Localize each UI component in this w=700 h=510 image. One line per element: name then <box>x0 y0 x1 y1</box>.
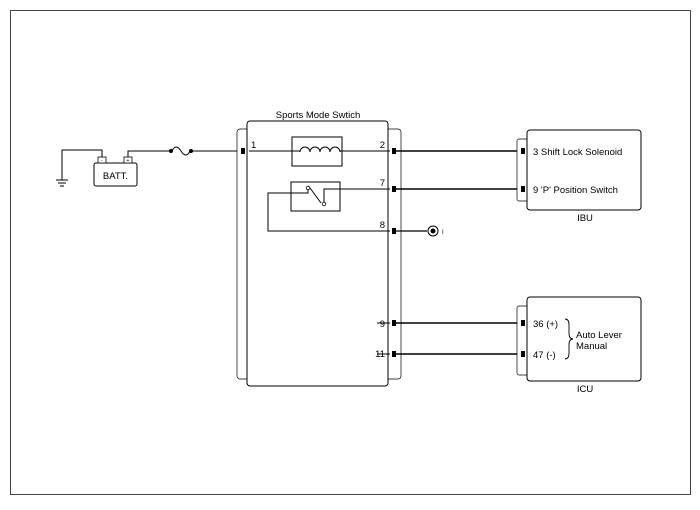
pin-label-2: 2 <box>380 140 385 151</box>
pin-marker-1 <box>241 148 245 154</box>
coil-winding <box>299 146 341 153</box>
pin-marker-11 <box>392 351 396 357</box>
switch-title: Sports Mode Swtich <box>276 110 360 121</box>
pin-marker-7 <box>392 186 396 192</box>
battery-box <box>93 162 138 187</box>
ground-point-glyph: I <box>442 230 444 236</box>
battery-pos-sign: + <box>127 158 130 164</box>
battery-label: BATT. <box>103 171 128 182</box>
pin-label-1: 1 <box>251 140 256 151</box>
mode-switch-lead-7 <box>323 188 390 202</box>
icu-function-line-1: Auto Lever <box>576 330 622 341</box>
icu-terminal-label-1: 36 (+) <box>533 319 558 330</box>
icu-function-line-2: Manual <box>576 341 607 352</box>
battery-neg-sign: - <box>101 158 103 164</box>
icu-pin-marker-47 <box>521 351 525 357</box>
fuse-left-dot <box>169 149 173 153</box>
pin-label-9: 9 <box>380 319 385 330</box>
mode-switch-contact-a <box>305 185 311 191</box>
battery-circuit <box>56 146 243 187</box>
switch-body <box>246 120 389 387</box>
ibu-box <box>526 129 642 211</box>
icu-name: ICU <box>577 384 594 395</box>
ibu-terminal-label-2: 9 'P' Position Switch <box>533 185 618 196</box>
icu-pin-marker-36 <box>521 320 525 326</box>
mode-switch-lead-8 <box>267 190 390 232</box>
icu-terminal-brace <box>564 318 574 360</box>
mode-switch-contact-b <box>321 201 327 207</box>
ibu-pin-marker-9 <box>521 186 525 192</box>
pin-label-8: 8 <box>380 220 385 231</box>
mode-switch-box <box>290 181 341 212</box>
fuse-right-dot <box>189 149 193 153</box>
ibu-name: IBU <box>577 213 593 224</box>
pin-label-11: 11 <box>375 349 385 360</box>
battery-pos-terminal <box>123 156 133 164</box>
ibu-pin-marker-3 <box>521 148 525 154</box>
diagram-frame <box>10 10 691 495</box>
pin-marker-2 <box>392 148 396 154</box>
battery-neg-terminal <box>97 156 107 164</box>
pin-marker-9 <box>392 320 396 326</box>
icu-terminal-label-2: 47 (-) <box>533 350 556 361</box>
ground-point-dot <box>430 228 436 234</box>
ibu-terminal-label-1: 3 Shift Lock Solenoid <box>533 147 622 158</box>
pin-label-7: 7 <box>380 178 385 189</box>
mode-switch-blade <box>309 187 322 204</box>
icu-box <box>526 296 642 382</box>
pin-marker-8 <box>392 228 396 234</box>
